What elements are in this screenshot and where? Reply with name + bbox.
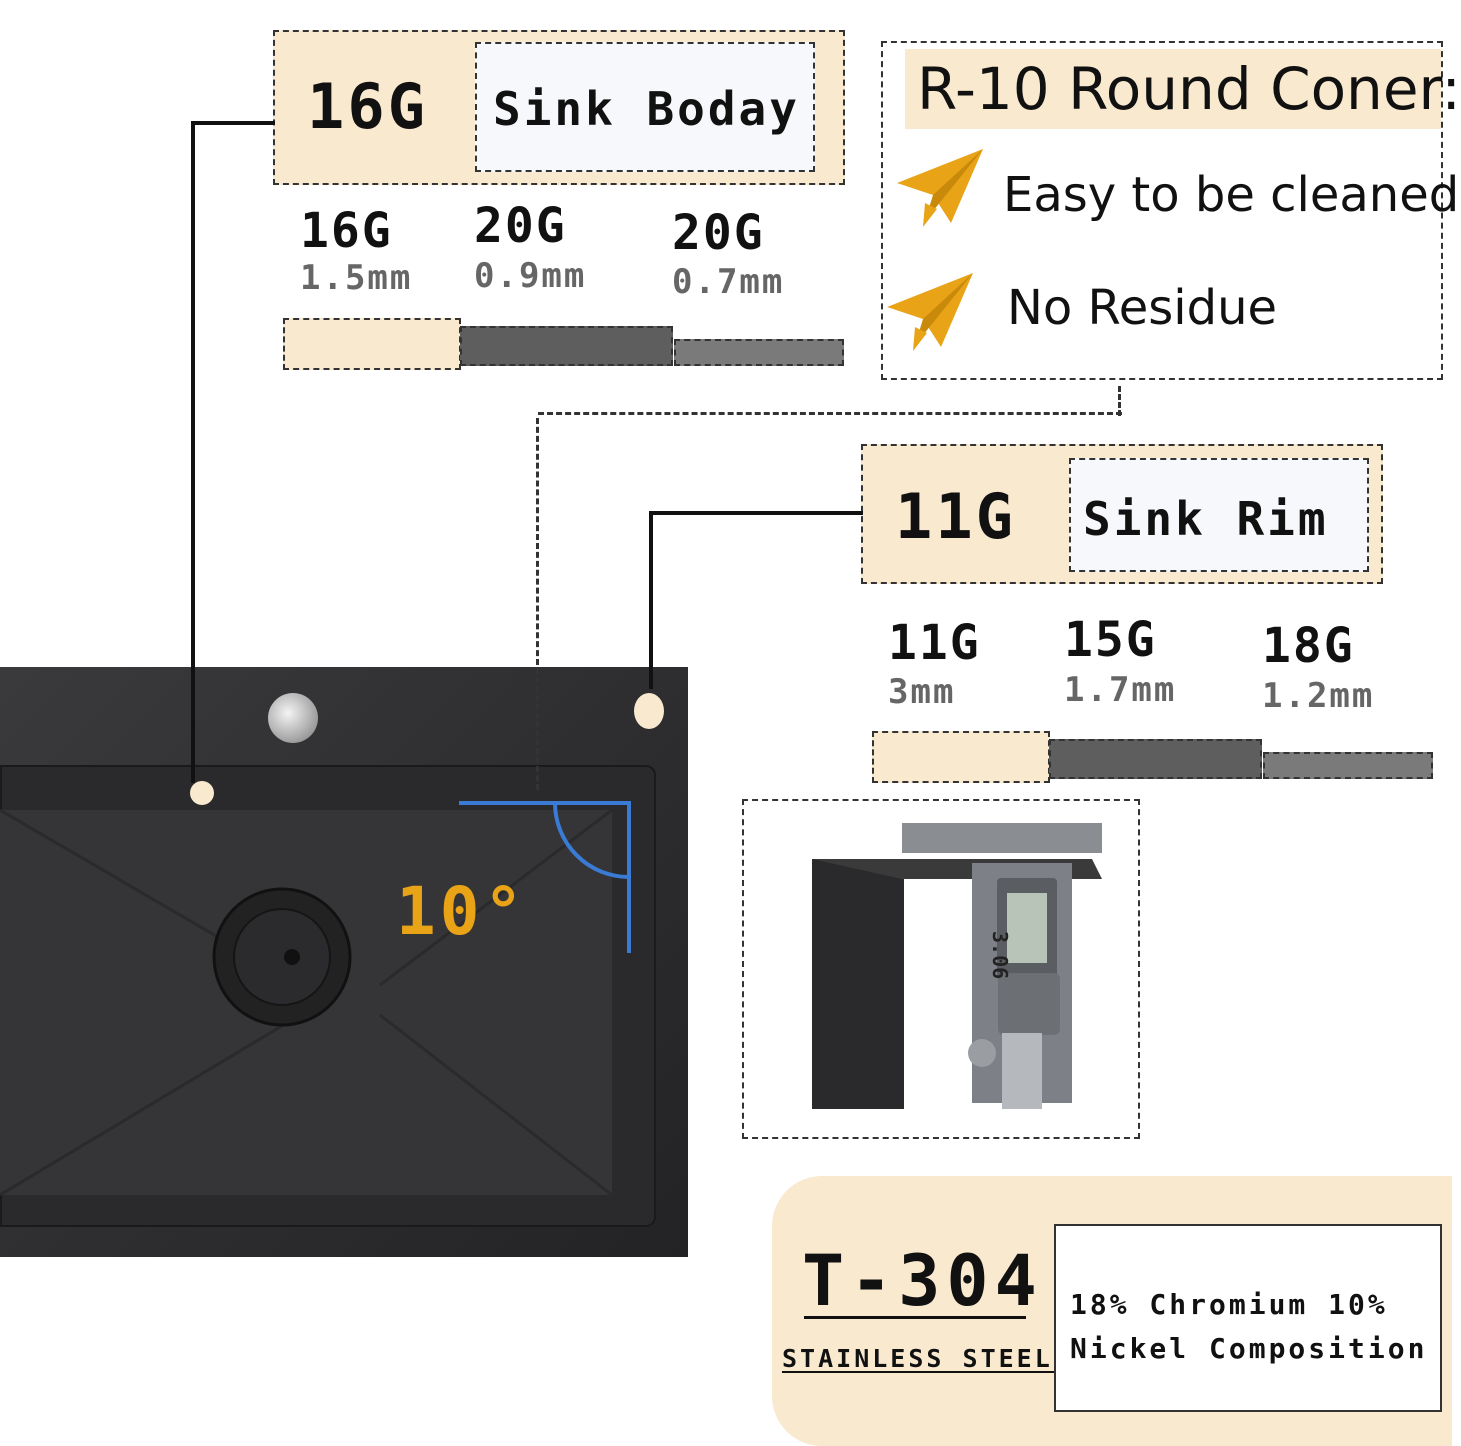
body-option-2-gauge: 20G — [474, 198, 567, 254]
material-card: T-304 STAINLESS STEEL 18% Chromium 10% N… — [772, 1176, 1452, 1446]
sink-body-label-box: Sink Boday — [475, 42, 815, 172]
sink-body-header: 16G Sink Boday — [273, 30, 845, 185]
rim-swatch-1 — [872, 731, 1050, 783]
material-type: STAINLESS STEEL — [782, 1344, 1053, 1373]
rim-leader-horizontal — [649, 511, 863, 515]
body-swatch-1 — [283, 318, 461, 370]
basin-floor — [0, 808, 613, 1197]
corner-title-bg — [905, 49, 1441, 129]
rim-leader-vertical — [649, 511, 653, 689]
sink-rim-label: Sink Rim — [1083, 492, 1329, 546]
rim-swatch-3 — [1263, 752, 1433, 779]
paper-plane-icon — [897, 149, 983, 227]
corner-info-box: R-10 Round Coner: Easy to be cleaned No … — [881, 41, 1461, 380]
body-option-3-gauge: 20G — [672, 205, 765, 261]
corner-angle-label: 10° — [396, 873, 528, 950]
rim-option-3-thickness: 1.2mm — [1262, 676, 1375, 716]
body-leader-horizontal — [191, 121, 275, 125]
body-swatch-3 — [674, 339, 844, 366]
faucet-hole — [268, 693, 318, 743]
corner-leader-vertical — [536, 418, 542, 790]
benefit-1: Easy to be cleaned — [1003, 167, 1460, 223]
sink-body-gauge: 16G — [307, 70, 428, 143]
rim-option-2-thickness: 1.7mm — [1064, 670, 1177, 710]
material-type-underline — [782, 1371, 1060, 1373]
rim-option-1-thickness: 3mm — [888, 672, 956, 712]
corner-leader — [538, 412, 1122, 418]
sink-body-label: Sink Boday — [493, 82, 800, 136]
material-grade-underline — [804, 1316, 1026, 1319]
composition-line-2: Nickel Composition — [1070, 1332, 1428, 1365]
body-marker-dot — [190, 781, 214, 805]
composition-line-1: 18% Chromium 10% — [1070, 1288, 1388, 1321]
corner-leader-stub — [1118, 386, 1122, 416]
sink-rim-label-box: Sink Rim — [1069, 458, 1369, 572]
body-option-2-thickness: 0.9mm — [474, 256, 587, 296]
material-grade: T-304 — [802, 1240, 1043, 1322]
caliper-photo-frame: 3.06 — [742, 799, 1140, 1139]
caliper-image — [812, 823, 1102, 1109]
rim-marker-dot — [634, 693, 664, 729]
body-leader-vertical — [191, 121, 195, 783]
rim-option-2-gauge: 15G — [1064, 612, 1157, 668]
sink-rim-header: 11G Sink Rim — [861, 444, 1383, 584]
body-option-1-gauge: 16G — [300, 203, 393, 259]
benefit-2: No Residue — [1007, 280, 1278, 336]
sink-image: 10° — [0, 667, 688, 1257]
rim-swatch-2 — [1049, 739, 1262, 779]
body-option-1-thickness: 1.5mm — [300, 258, 413, 298]
rim-option-1-gauge: 11G — [888, 615, 981, 671]
sink-rim-gauge: 11G — [895, 480, 1016, 553]
corner-title: R-10 Round Coner: — [917, 55, 1461, 123]
material-composition-box: 18% Chromium 10% Nickel Composition — [1054, 1224, 1442, 1412]
body-swatch-2 — [460, 326, 673, 366]
caliper-reading: 3.06 — [988, 931, 1012, 980]
angle-marker — [459, 801, 631, 953]
body-option-3-thickness: 0.7mm — [672, 262, 785, 302]
sink-basin: 10° — [0, 765, 656, 1227]
paper-plane-icon — [887, 273, 973, 351]
rim-option-3-gauge: 18G — [1262, 618, 1355, 674]
